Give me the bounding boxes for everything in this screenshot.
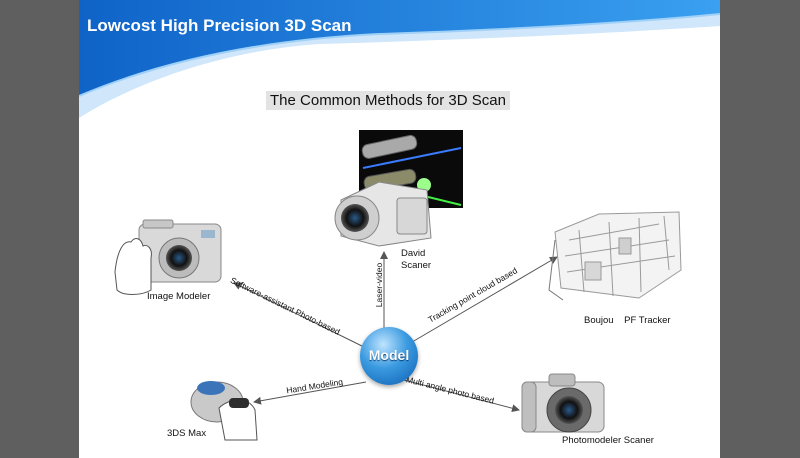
image-modeler-camera-picture: [114, 219, 222, 295]
arrow-image-modeler: [233, 282, 367, 349]
diagram-subtitle: The Common Methods for 3D Scan: [266, 91, 510, 110]
node-boujou-pf-tracker: Boujou PF Tracker: [584, 315, 671, 326]
edge-label-laser-video: Laser-video: [374, 262, 385, 308]
model-label: Model: [368, 347, 410, 363]
3dsmax-device-picture: [190, 381, 258, 441]
arrow-boujou: [406, 256, 558, 346]
model-center-node: Model: [360, 327, 418, 385]
header-wave: [79, 0, 720, 118]
diagram-graphics: [114, 130, 682, 441]
arrow-3dsmax: [253, 381, 367, 405]
david-scaner-picture: [334, 130, 463, 247]
slide-title: Lowcost High Precision 3D Scan: [87, 16, 352, 35]
photomodeler-camera-picture: [521, 373, 605, 433]
arrow-photomodeler: [403, 379, 520, 413]
node-david-scaner: David Scaner: [401, 248, 432, 271]
boujou-pointcloud-picture: [548, 211, 682, 301]
node-3ds-max: 3DS Max: [167, 428, 207, 439]
node-image-modeler: Image Modeler: [147, 291, 211, 302]
node-photomodeler-scaner: Photomodeler Scaner: [562, 435, 654, 446]
slide: Lowcost High Precision 3D Scan The Commo…: [79, 0, 720, 458]
